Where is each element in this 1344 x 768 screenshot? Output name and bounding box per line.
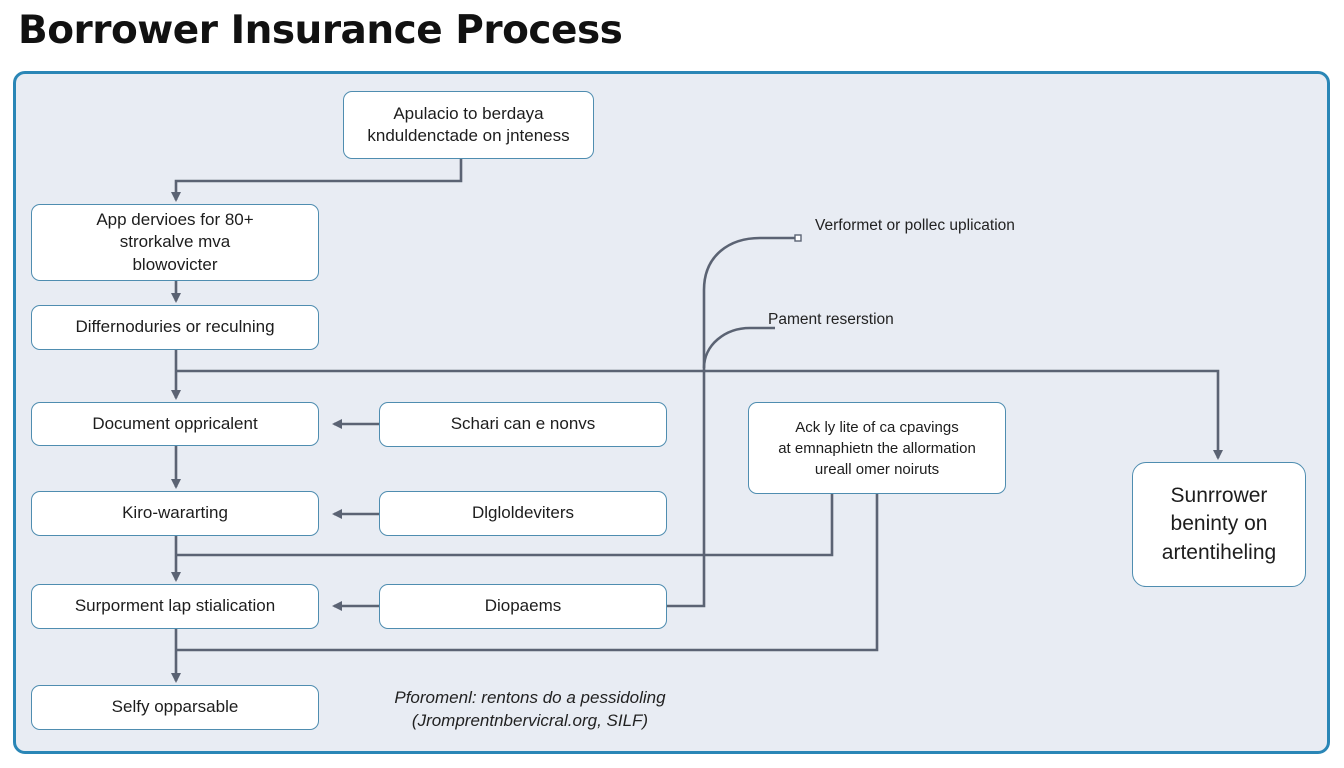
schari-box: Schari can e nonvs [379,402,667,447]
selfy-box: Selfy opparsable [31,685,319,730]
page-title: Borrower Insurance Process [18,8,623,53]
connector-main-to-sunrrower [176,369,1223,460]
connector-top-to-app [171,159,463,202]
document-box: Document oppricalent [31,402,319,446]
connector-terminal [794,234,802,242]
connector-ack-to-surporment [176,494,879,652]
diop-box: Diopaems [379,584,667,629]
connector-ack-to-kiro [176,494,834,557]
connector-diop-to-verformet [667,236,798,608]
kiro-box: Kiro-wararting [31,491,319,536]
connector-to-pament [702,326,775,369]
verformet-label: Verformet or pollec uplication [815,217,1015,234]
diff-box: Differnoduries or reculning [31,305,319,350]
dlgl-box: Dlgloldeviters [379,491,667,536]
diagram-caption: Pforomenl: rentons do a pessidoling (Jro… [394,688,666,730]
pament-label: Pament reserstion [768,311,894,328]
surporment-box: Surporment lap stialication [31,584,319,629]
